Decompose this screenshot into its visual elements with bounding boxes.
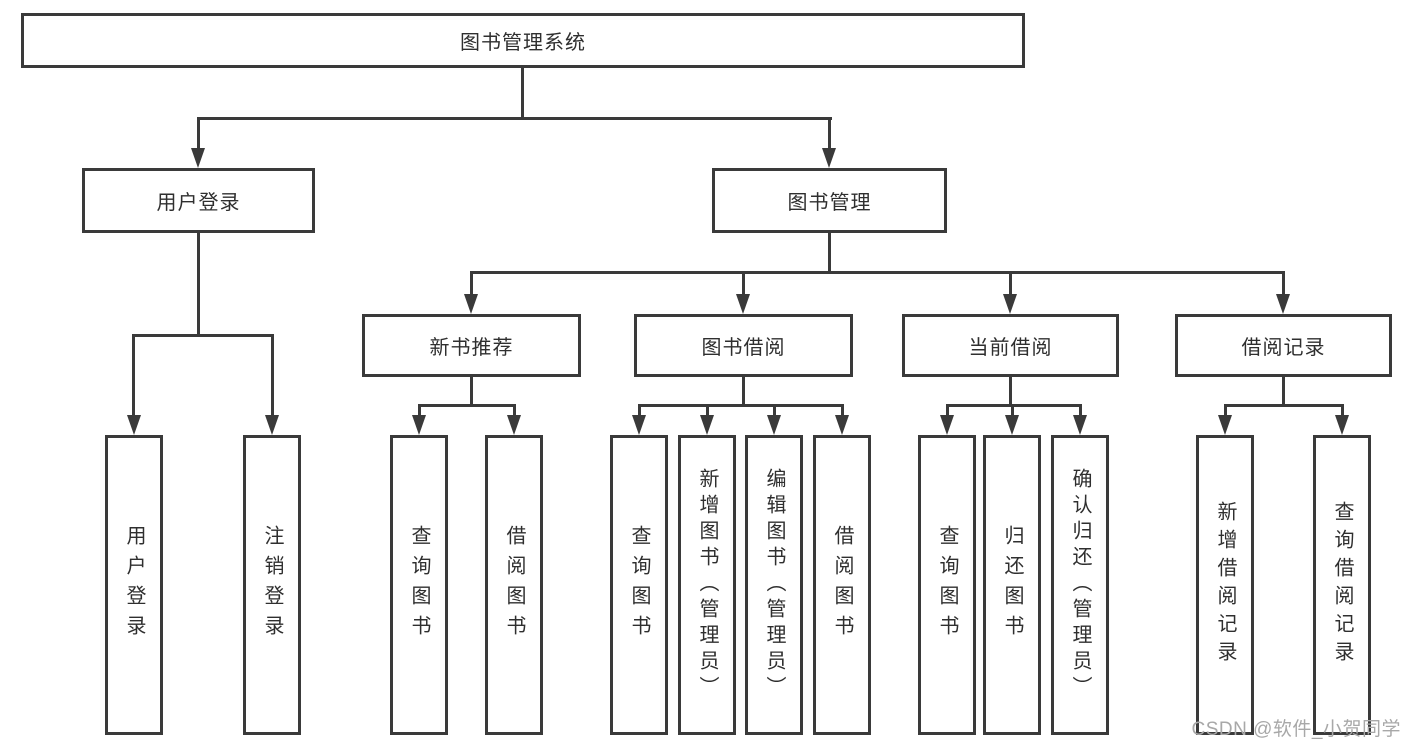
leaf-confirm-return-admin: 确认归还（管理员） [1051,435,1109,735]
connector-drop-user-login [197,117,200,150]
leaf-logout: 注销登录 [243,435,301,735]
arrowhead-new-book [464,294,478,314]
leaf-confirm-return-admin-label: 确认归还（管理员） [1069,468,1091,702]
arrowhead-query-books-3 [940,415,954,435]
arrowhead-query-record [1335,415,1349,435]
connector-borrow-records-stem [1282,377,1285,407]
leaf-user-login: 用户登录 [105,435,163,735]
leaf-query-borrow-record: 查询借阅记录 [1313,435,1371,735]
connector-book-borrow-bus [638,404,844,407]
connector-current-borrow-bus [946,404,1082,407]
connector-drop-query-books-1 [418,404,421,418]
leaf-query-books-2-label: 查询图书 [628,525,650,645]
node-book-borrow-label: 图书借阅 [701,337,786,359]
leaf-query-books-3-label: 查询图书 [936,525,958,645]
connector-drop-book-borrow [742,271,745,296]
leaf-borrow-books-1-label: 借阅图书 [503,525,525,645]
leaf-add-book-admin: 新增图书（管理员） [678,435,736,735]
connector-new-book-bus [418,404,516,407]
connector-drop-edit-book [773,404,776,418]
node-book-management: 图书管理 [712,168,947,233]
leaf-query-books-2: 查询图书 [610,435,668,735]
node-root-system: 图书管理系统 [21,13,1025,68]
arrowhead-query-books-1 [412,415,426,435]
connector-drop-borrow-books-2 [841,404,844,418]
arrowhead-book-management [822,148,836,168]
node-borrow-records: 借阅记录 [1175,314,1392,377]
connector-user-login-stem [197,233,200,336]
leaf-borrow-books-2: 借阅图书 [813,435,871,735]
connector-drop-new-book [470,271,473,296]
arrowhead-edit-book [767,415,781,435]
leaf-user-login-label: 用户登录 [123,525,145,645]
connector-drop-borrow-records [1282,271,1285,296]
arrowhead-query-books-2 [632,415,646,435]
leaf-return-book-label: 归还图书 [1001,525,1023,645]
leaf-query-books-3: 查询图书 [918,435,976,735]
node-new-book-recommend: 新书推荐 [362,314,581,377]
connector-drop-current-borrow [1009,271,1012,296]
leaf-edit-book-admin-label: 编辑图书（管理员） [763,468,785,702]
node-current-borrow-label: 当前借阅 [968,337,1053,359]
connector-book-management-stem [828,233,831,274]
connector-level1-bus [197,117,832,120]
connector-drop-query-record [1341,404,1344,418]
node-book-borrow: 图书借阅 [634,314,853,377]
arrowhead-return-book [1005,415,1019,435]
leaf-edit-book-admin: 编辑图书（管理员） [745,435,803,735]
leaf-add-book-admin-label: 新增图书（管理员） [696,468,718,702]
leaf-return-book: 归还图书 [983,435,1041,735]
leaf-add-borrow-record-label: 新增借阅记录 [1214,501,1236,669]
arrowhead-add-book [700,415,714,435]
connector-drop-borrow-books-1 [513,404,516,418]
leaf-borrow-books-1: 借阅图书 [485,435,543,735]
arrowhead-borrow-books-1 [507,415,521,435]
connector-drop-leaf-user-login [132,334,135,418]
leaf-add-borrow-record: 新增借阅记录 [1196,435,1254,735]
arrowhead-user-login [191,148,205,168]
leaf-query-books-1: 查询图书 [390,435,448,735]
arrowhead-leaf-logout [265,415,279,435]
connector-level3-bus [470,271,1285,274]
connector-borrow-records-bus [1224,404,1344,407]
csdn-watermark: CSDN @软件_小贺同学 [1191,719,1401,740]
connector-drop-query-books-3 [946,404,949,418]
node-current-borrow: 当前借阅 [902,314,1119,377]
connector-drop-confirm-return [1079,404,1082,418]
connector-drop-return-book [1011,404,1014,418]
node-book-management-label: 图书管理 [787,192,872,214]
connector-new-book-stem [470,377,473,407]
node-new-book-recommend-label: 新书推荐 [429,337,514,359]
node-borrow-records-label: 借阅记录 [1241,337,1326,359]
arrowhead-current-borrow [1003,294,1017,314]
connector-user-login-bus [132,334,274,337]
connector-drop-add-book [706,404,709,418]
leaf-logout-label: 注销登录 [261,525,283,645]
connector-drop-add-record [1224,404,1227,418]
connector-book-borrow-stem [742,377,745,407]
leaf-query-books-1-label: 查询图书 [408,525,430,645]
arrowhead-book-borrow [736,294,750,314]
arrowhead-leaf-user-login [127,415,141,435]
node-root-label: 图书管理系统 [460,32,586,54]
connector-drop-query-books-2 [638,404,641,418]
node-user-login: 用户登录 [82,168,315,233]
arrowhead-confirm-return [1073,415,1087,435]
leaf-query-borrow-record-label: 查询借阅记录 [1331,501,1353,669]
arrowhead-borrow-records [1276,294,1290,314]
leaf-borrow-books-2-label: 借阅图书 [831,525,853,645]
node-user-login-label: 用户登录 [156,192,241,214]
arrowhead-borrow-books-2 [835,415,849,435]
arrowhead-add-record [1218,415,1232,435]
connector-current-borrow-stem [1009,377,1012,407]
connector-drop-leaf-logout [271,334,274,418]
connector-root-stem [521,68,524,119]
connector-drop-book-management [828,117,831,150]
